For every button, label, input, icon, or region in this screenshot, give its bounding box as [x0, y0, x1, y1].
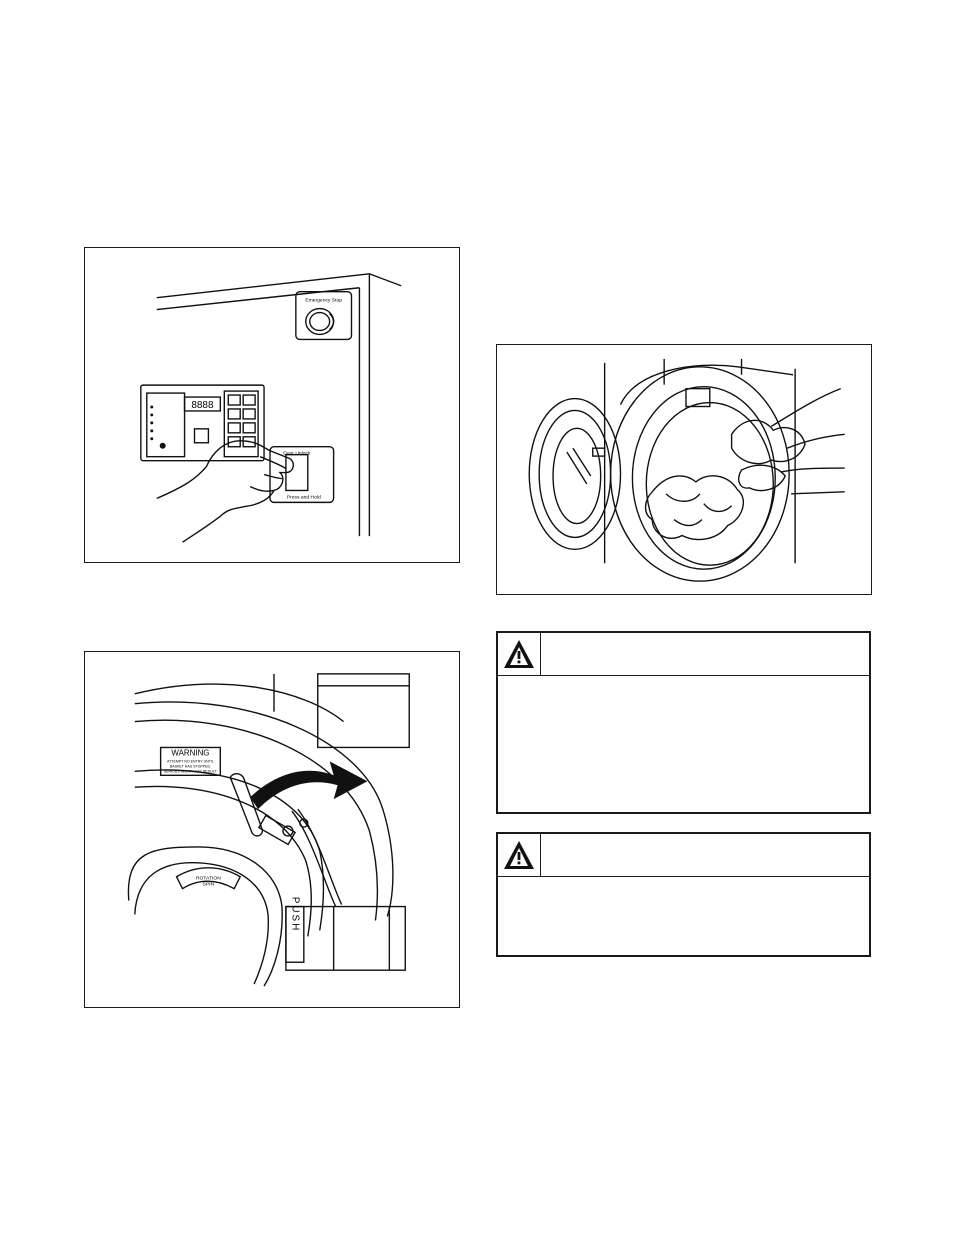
- spin-label: SPIN: [203, 882, 215, 888]
- warning-sign-title: WARNING: [171, 748, 209, 757]
- warning-icon-cell: [498, 633, 541, 675]
- push-label: PUSH: [289, 897, 300, 933]
- warning-triangle-icon: [504, 841, 534, 869]
- control-panel-illustration: Emergency Stop 8888 Door Unlock Press an…: [140, 273, 402, 543]
- press-and-hold-label: Press and Hold: [287, 494, 321, 500]
- warning-triangle-icon: [504, 640, 534, 668]
- emergency-stop-label: Emergency Stop: [305, 298, 342, 304]
- rotation-label: ROTATION: [196, 876, 221, 882]
- digital-display: 8888: [191, 400, 214, 411]
- door-handle-illustration: WARNING ATTEMPT NO ENTRY UNTIL BASKET HA…: [127, 673, 410, 987]
- loading-illustration: [528, 358, 845, 582]
- door-handle-figure: WARNING ATTEMPT NO ENTRY UNTIL BASKET HA…: [84, 651, 460, 1008]
- warning-box-2: [496, 832, 871, 957]
- warning-sign-line-2: BASKET HAS STOPPED.: [170, 764, 211, 768]
- warning-box-1: [496, 631, 871, 814]
- door-unlock-label: Door Unlock: [283, 451, 311, 457]
- warning-header-2: [498, 834, 869, 877]
- control-panel-figure: Emergency Stop 8888 Door Unlock Press an…: [84, 247, 460, 563]
- warning-icon-cell: [498, 834, 541, 876]
- warning-sign-line-1: ATTEMPT NO ENTRY UNTIL: [167, 759, 214, 763]
- rotation-arrow-icon: [250, 761, 368, 810]
- loading-laundry-figure: [496, 344, 872, 595]
- warning-sign-line-3: SERIOUS INJURY MAY RESULT.: [164, 769, 218, 773]
- warning-header-1: [498, 633, 869, 676]
